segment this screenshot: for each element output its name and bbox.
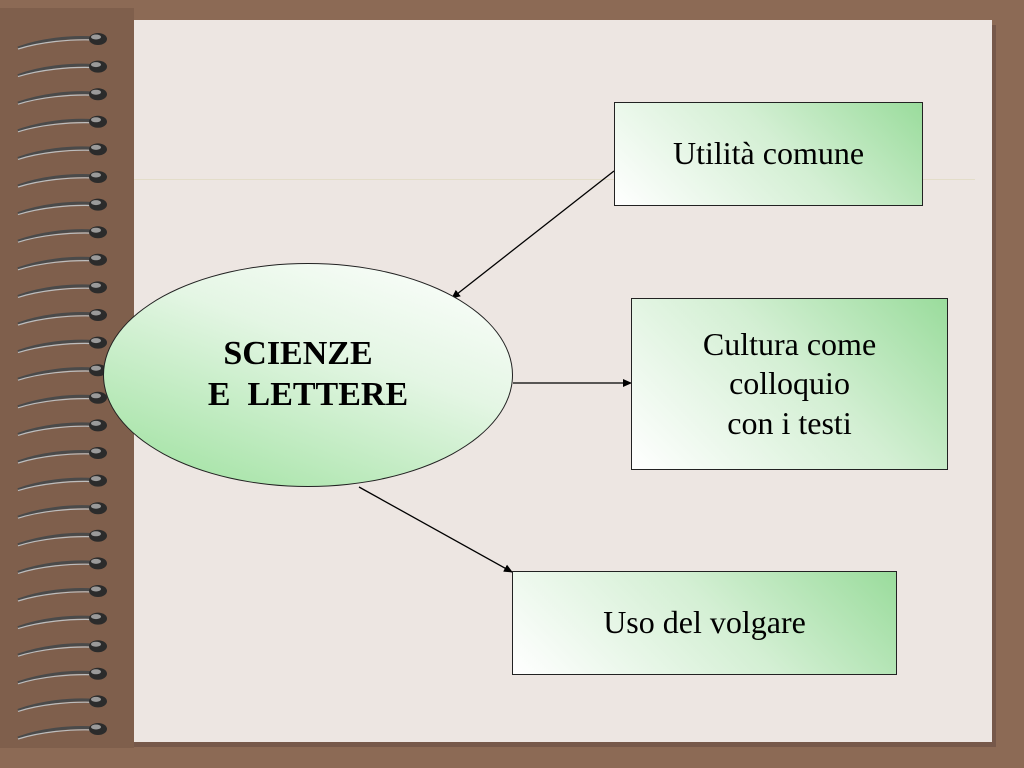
- spiral-ring-icon: [17, 612, 107, 630]
- spiral-ring-icon: [17, 336, 107, 354]
- box-cultura-line3: con i testi: [727, 404, 852, 441]
- spiral-ring-icon: [17, 171, 107, 188]
- spiral-ring-icon: [17, 115, 107, 133]
- spiral-ring-icon: [17, 502, 107, 519]
- box-utilita-comune: Utilità comune: [614, 102, 923, 206]
- box-utilita-label: Utilità comune: [672, 135, 865, 172]
- spiral-ring-icon: [17, 309, 107, 326]
- box-cultura-line2: colloquio: [729, 365, 850, 402]
- box-uso-volgare: Uso del volgare: [512, 571, 897, 675]
- box-volgare-label: Uso del volgare: [603, 604, 806, 641]
- spiral-ring-icon: [17, 253, 107, 271]
- spiral-ring-icon: [17, 60, 107, 78]
- spiral-ring-icon: [17, 88, 107, 105]
- spiral-ring-icon: [17, 226, 107, 243]
- spiral-ring-icon: [17, 198, 107, 216]
- spiral-ring-icon: [17, 33, 107, 50]
- spiral-ring-icon: [17, 585, 107, 602]
- spiral-ring-icon: [17, 667, 107, 685]
- spiral-ring-icon: [17, 281, 107, 298]
- central-ellipse: SCIENZE E LETTERE: [103, 263, 513, 487]
- box-cultura-colloquio: Cultura come colloquio con i testi: [631, 298, 948, 470]
- spiral-ring-icon: [17, 447, 107, 464]
- spiral-ring-icon: [17, 364, 107, 381]
- center-title-line2: E LETTERE: [207, 376, 409, 413]
- spiral-ring-icon: [17, 695, 107, 712]
- spiral-ring-icon: [17, 640, 107, 657]
- center-title-line1: SCIENZE: [223, 335, 373, 373]
- box-cultura-line1: Cultura come: [702, 326, 877, 363]
- spiral-ring-icon: [17, 723, 107, 740]
- spiral-ring-icon: [17, 143, 107, 160]
- spiral-ring-icon: [17, 557, 107, 574]
- spiral-ring-icon: [17, 419, 107, 436]
- spiral-binding-icon: [17, 33, 107, 740]
- spiral-ring-icon: [17, 529, 107, 547]
- spiral-ring-icon: [17, 474, 107, 492]
- spiral-ring-icon: [17, 391, 107, 409]
